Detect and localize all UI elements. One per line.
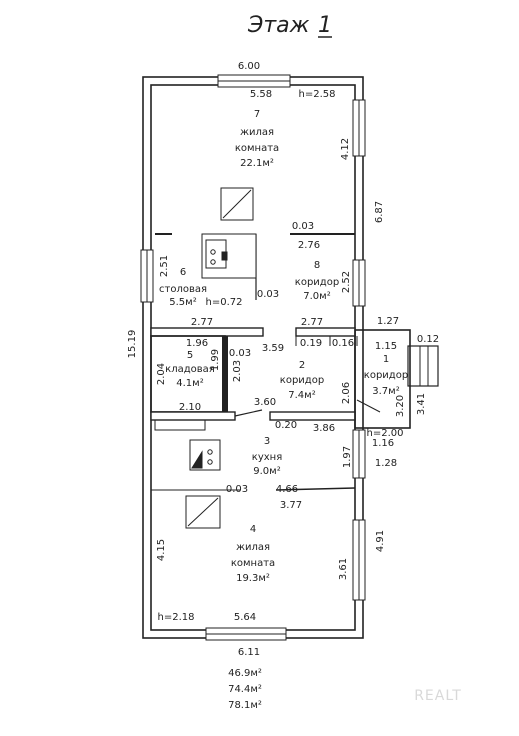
svg-text:0.12: 0.12 bbox=[417, 334, 439, 345]
room-7: 7 жилая комната 22.1м² bbox=[235, 109, 279, 169]
svg-text:0.20: 0.20 bbox=[275, 420, 297, 431]
svg-text:комната: комната bbox=[235, 143, 279, 154]
svg-text:7.0м²: 7.0м² bbox=[303, 291, 330, 302]
svg-text:4: 4 bbox=[250, 524, 256, 535]
svg-text:22.1м²: 22.1м² bbox=[240, 158, 274, 169]
svg-text:1.97: 1.97 bbox=[342, 446, 353, 468]
svg-text:1.96: 1.96 bbox=[186, 338, 208, 349]
svg-text:0.03: 0.03 bbox=[257, 289, 279, 300]
room-4: 4 жилая комната 19.3м² bbox=[231, 524, 275, 584]
svg-text:6.11: 6.11 bbox=[238, 647, 260, 658]
svg-text:комната: комната bbox=[231, 558, 275, 569]
svg-text:0.03: 0.03 bbox=[226, 484, 248, 495]
dimension-labels: 6.00 5.58 h=2.58 0.03 2.76 h=0.72 0.03 2… bbox=[158, 61, 440, 658]
svg-text:3.20: 3.20 bbox=[395, 395, 406, 417]
stove-r4 bbox=[185, 495, 221, 529]
svg-text:0.19: 0.19 bbox=[300, 338, 322, 349]
svg-text:2.03: 2.03 bbox=[232, 360, 243, 382]
svg-text:3.60: 3.60 bbox=[254, 397, 276, 408]
area-totals: 46.9м² 74.4м² 78.1м² bbox=[228, 668, 262, 711]
svg-text:1.28: 1.28 bbox=[375, 458, 397, 469]
svg-text:1: 1 bbox=[383, 354, 389, 365]
svg-text:коридор: коридор bbox=[295, 277, 339, 288]
svg-text:4.1м²: 4.1м² bbox=[176, 378, 203, 389]
svg-text:3.61: 3.61 bbox=[338, 558, 349, 580]
svg-text:2.51: 2.51 bbox=[159, 255, 170, 277]
svg-text:столовая: столовая bbox=[159, 284, 207, 295]
svg-text:2.77: 2.77 bbox=[191, 317, 213, 328]
svg-text:2.77: 2.77 bbox=[301, 317, 323, 328]
svg-text:6.00: 6.00 bbox=[238, 61, 260, 72]
svg-text:0.03: 0.03 bbox=[229, 348, 251, 359]
stove-r7 bbox=[220, 187, 254, 221]
floor-title: Этаж bbox=[247, 13, 310, 38]
watermark: REALT bbox=[414, 688, 462, 704]
svg-text:5.64: 5.64 bbox=[234, 612, 256, 623]
svg-text:2: 2 bbox=[299, 360, 305, 371]
svg-text:0.16: 0.16 bbox=[332, 338, 354, 349]
inner-walls bbox=[150, 233, 439, 491]
svg-text:2.76: 2.76 bbox=[298, 240, 320, 251]
svg-text:3.59: 3.59 bbox=[262, 343, 284, 354]
svg-text:коридор: коридор bbox=[364, 370, 408, 381]
svg-text:3.41: 3.41 bbox=[416, 393, 427, 415]
svg-text:кладовая: кладовая bbox=[165, 364, 215, 375]
svg-text:2.06: 2.06 bbox=[341, 382, 352, 404]
svg-text:h=2.18: h=2.18 bbox=[158, 612, 195, 623]
svg-text:жилая: жилая bbox=[240, 127, 274, 138]
total-living-area: 46.9м² bbox=[228, 668, 262, 679]
svg-text:6: 6 bbox=[180, 267, 186, 278]
svg-text:5.58: 5.58 bbox=[250, 89, 272, 100]
total-area: 74.4м² bbox=[228, 684, 262, 695]
svg-text:3.7м²: 3.7м² bbox=[372, 386, 399, 397]
svg-text:1.15: 1.15 bbox=[375, 341, 397, 352]
room-8: 8 коридор 7.0м² bbox=[295, 260, 339, 302]
vertical-dimension-labels: 4.12 6.87 2.51 2.52 15.19 2.04 1.99 2.03… bbox=[127, 138, 427, 580]
svg-text:19.3м²: 19.3м² bbox=[236, 573, 270, 584]
svg-text:0.03: 0.03 bbox=[292, 221, 314, 232]
svg-text:3.86: 3.86 bbox=[313, 423, 335, 434]
svg-text:15.19: 15.19 bbox=[127, 330, 138, 359]
svg-text:2.52: 2.52 bbox=[341, 271, 352, 293]
svg-text:7.4м²: 7.4м² bbox=[288, 390, 315, 401]
room-6: 6 столовая 5.5м² bbox=[159, 267, 207, 308]
svg-text:7: 7 bbox=[254, 109, 260, 120]
svg-text:5: 5 bbox=[187, 350, 193, 361]
svg-text:3.77: 3.77 bbox=[280, 500, 302, 511]
svg-text:кухня: кухня bbox=[252, 452, 282, 463]
stove-r6 bbox=[201, 233, 257, 279]
svg-text:4.15: 4.15 bbox=[156, 539, 167, 561]
stove-r3 bbox=[189, 439, 221, 471]
room-3: 3 кухня 9.0м² bbox=[252, 436, 282, 477]
svg-text:h=0.72: h=0.72 bbox=[206, 297, 243, 308]
svg-text:1.99: 1.99 bbox=[210, 349, 221, 371]
svg-text:коридор: коридор bbox=[280, 375, 324, 386]
svg-text:5.5м²: 5.5м² bbox=[169, 297, 196, 308]
floor-number: 1 bbox=[318, 13, 332, 38]
svg-text:2.10: 2.10 bbox=[179, 402, 201, 413]
room-5: 5 кладовая 4.1м² bbox=[165, 350, 215, 389]
svg-text:4.66: 4.66 bbox=[276, 484, 298, 495]
total-area-gross: 78.1м² bbox=[228, 700, 262, 711]
svg-text:4.91: 4.91 bbox=[375, 530, 386, 552]
svg-text:6.87: 6.87 bbox=[374, 201, 385, 223]
svg-text:4.12: 4.12 bbox=[340, 138, 351, 160]
svg-text:9.0м²: 9.0м² bbox=[253, 466, 280, 477]
svg-text:1.27: 1.27 bbox=[377, 316, 399, 327]
svg-text:жилая: жилая bbox=[236, 542, 270, 553]
svg-text:3: 3 bbox=[264, 436, 270, 447]
svg-text:1.16: 1.16 bbox=[372, 438, 394, 449]
svg-text:h=2.58: h=2.58 bbox=[299, 89, 336, 100]
room-1: 1 коридор 3.7м² bbox=[364, 354, 408, 397]
room-2: 2 коридор 7.4м² bbox=[280, 360, 324, 401]
windows bbox=[140, 74, 366, 641]
svg-text:8: 8 bbox=[314, 260, 320, 271]
svg-text:h=2.00: h=2.00 bbox=[367, 428, 404, 439]
svg-text:2.04: 2.04 bbox=[156, 363, 167, 385]
